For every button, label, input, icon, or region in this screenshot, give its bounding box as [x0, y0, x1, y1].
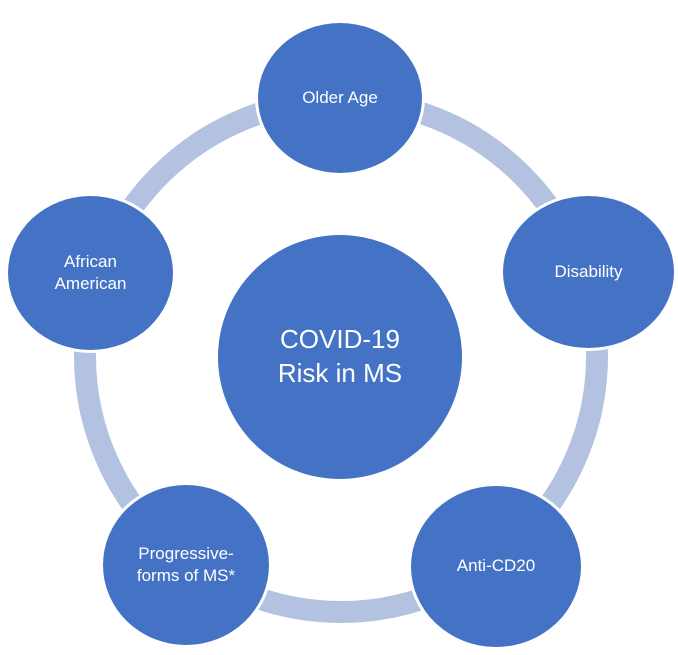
node-progressive-forms: Progressive- forms of MS*	[100, 482, 272, 648]
node-disability: Disability	[500, 193, 677, 351]
node-older-age: Older Age	[255, 20, 425, 176]
node-anti-cd20: Anti-CD20	[408, 483, 584, 650]
node-anti-cd20-label: Anti-CD20	[456, 556, 536, 576]
center-label: COVID-19 Risk in MS	[277, 324, 403, 388]
center-node: COVID-19 Risk in MS	[218, 235, 462, 479]
node-african-american: African American	[5, 193, 176, 353]
node-disability-label: Disability	[554, 261, 623, 281]
node-progressive-forms-label: Progressive- forms of MS*	[136, 543, 236, 585]
node-older-age-label: Older Age	[302, 87, 378, 107]
node-african-american-label: African American	[54, 251, 127, 293]
